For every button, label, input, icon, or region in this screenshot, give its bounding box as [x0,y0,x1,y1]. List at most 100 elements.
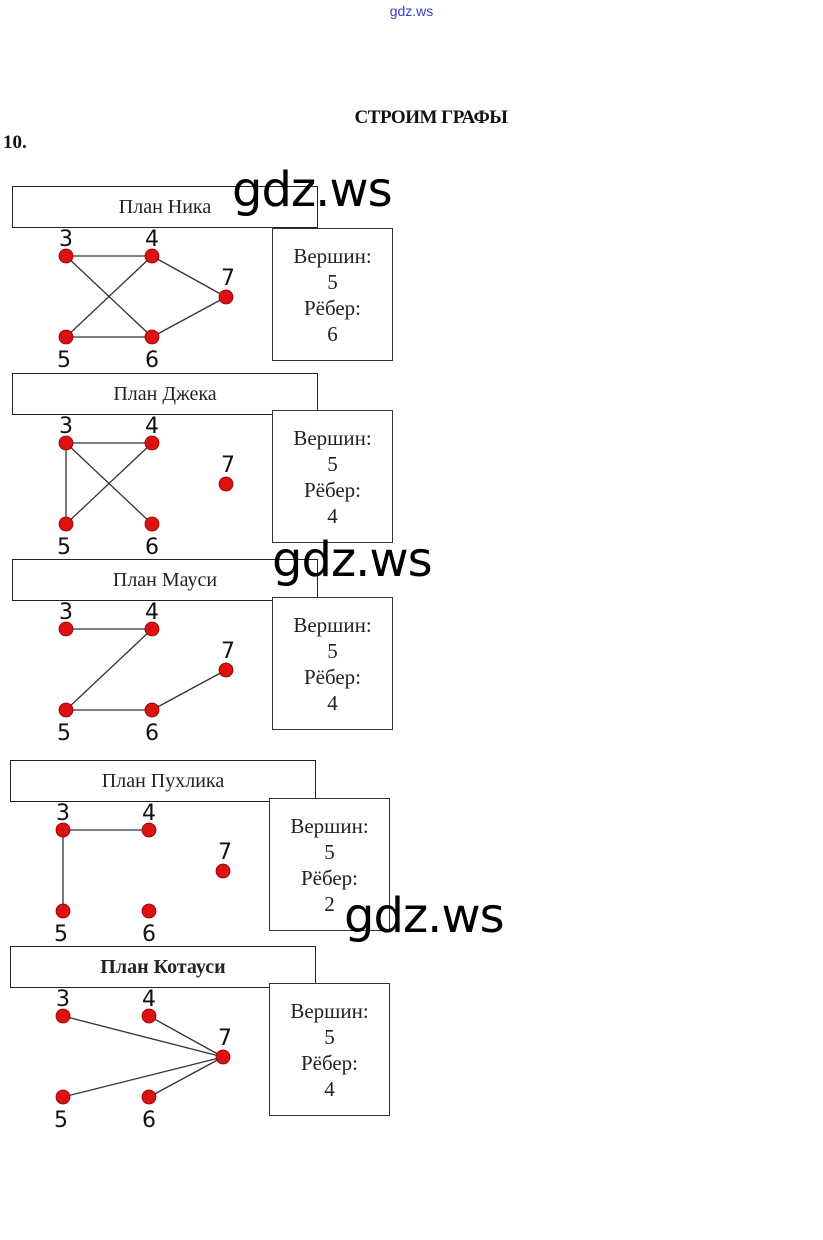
vertex-label-7: 7 [221,639,235,664]
vertex-label-3: 3 [56,801,70,826]
graph-vertex-3 [55,822,71,838]
graph-edge-4-5 [65,628,153,711]
vertex-label-6: 6 [145,535,159,560]
graph-edge-5-7 [62,1056,224,1098]
graph-vertex-7 [215,863,231,879]
vertex-label-4: 4 [145,414,159,439]
vertex-label-4: 4 [142,987,156,1012]
graph-vertex-3 [55,1008,71,1024]
graph-vertex-4 [144,248,160,264]
graph-vertex-3 [58,248,74,264]
graph-vertex-5 [55,903,71,919]
task-number: 10. [3,132,27,153]
plan-panel-nick: План Ника 3 4 5 6 7 Вершин: 5 Рёбер: 6 [0,186,420,376]
graph-vertex-5 [58,702,74,718]
graph-vertex-4 [144,621,160,637]
vertex-label-5: 5 [57,535,71,560]
graph-edge-4-5 [65,442,153,525]
graph-vertex-6 [144,329,160,345]
graph-vertex-7 [218,289,234,305]
edges-count: 6 [327,321,338,346]
vertices-label: Вершин: [293,612,372,637]
counts-box: Вершин: 5 Рёбер: 4 [272,410,393,543]
vertices-count: 5 [327,638,338,663]
graph-edge-6-7 [148,1056,224,1098]
graph-edge-4-5 [65,255,153,338]
vertex-label-6: 6 [142,922,156,947]
vertex-label-5: 5 [54,922,68,947]
vertex-label-7: 7 [221,266,235,291]
vertex-label-4: 4 [145,227,159,252]
counts-box: Вершин: 5 Рёбер: 4 [269,983,390,1116]
plan-title: План Ника [118,195,212,218]
graph-vertex-4 [141,822,157,838]
watermark-big-1: gdz.ws [232,162,393,218]
edges-count: 4 [324,1076,335,1101]
vertices-count: 5 [324,839,335,864]
graph: 3 4 5 6 7 [57,227,235,373]
edges-label: Рёбер: [300,865,359,890]
graph-vertex-6 [144,702,160,718]
vertex-label-3: 3 [59,600,73,625]
vertices-count: 5 [327,269,338,294]
graph-edge-6-7 [151,669,227,711]
vertex-label-4: 4 [142,801,156,826]
vertex-label-4: 4 [145,600,159,625]
edges-label: Рёбер: [303,664,362,689]
counts-box: Вершин: 5 Рёбер: 6 [272,228,393,361]
vertices-count: 5 [327,451,338,476]
edges-label: Рёбер: [303,295,362,320]
plan-title: План Пухлика [101,769,225,792]
graph-edge-6-7 [151,296,227,338]
graph: 3 4 5 6 7 [54,801,232,947]
vertex-label-5: 5 [57,348,71,373]
graph-vertex-3 [58,435,74,451]
vertex-label-5: 5 [57,721,71,746]
plan-title: План Мауси [112,568,218,591]
vertices-label: Вершин: [293,243,372,268]
graph-vertex-5 [55,1089,71,1105]
vertex-label-6: 6 [145,721,159,746]
graph-vertex-7 [218,476,234,492]
graph-vertex-5 [58,516,74,532]
graph-edge-4-7 [148,1015,224,1058]
plan-title-box: План Пухлика [10,760,316,802]
vertex-label-6: 6 [142,1108,156,1133]
graph: 3 4 5 6 7 [57,414,235,560]
plan-title: План Котауси [100,955,226,978]
graph-edge-3-7 [62,1015,224,1058]
watermark-big-2: gdz.ws [272,532,433,588]
vertices-count: 5 [324,1024,335,1049]
vertices-label: Вершин: [290,998,369,1023]
watermark-top: gdz.ws [389,3,434,19]
watermark-big-3: gdz.ws [344,888,505,944]
plan-title: План Джека [113,382,217,405]
plan-panel-pukhlik: План Пухлика 3 4 5 6 7 Вершин: 5 Рёбер: 2 [0,760,420,950]
plan-title-box: План Ника [12,186,318,228]
counts-box: Вершин: 5 Рёбер: 4 [272,597,393,730]
graph-vertex-6 [141,903,157,919]
vertex-label-7: 7 [221,453,235,478]
graph-vertex-6 [144,516,160,532]
page-title: СТРОИМ ГРАФЫ [354,107,508,128]
vertex-label-7: 7 [218,840,232,865]
edges-count: 4 [327,503,338,528]
vertex-label-3: 3 [56,987,70,1012]
graph-vertex-7 [215,1049,231,1065]
plan-title-box: План Котауси [10,946,316,988]
graph-edge-4-7 [151,255,227,298]
plan-panel-mausi: План Мауси 3 4 5 6 7 Вершин: 5 Рёбер: 4 [0,559,420,749]
plan-title-box: План Джека [12,373,318,415]
vertex-label-6: 6 [145,348,159,373]
vertex-label-3: 3 [59,414,73,439]
edges-count: 4 [327,690,338,715]
graph-vertex-4 [141,1008,157,1024]
graph-vertex-6 [141,1089,157,1105]
edges-count: 2 [324,891,335,916]
vertices-label: Вершин: [293,425,372,450]
vertex-label-3: 3 [59,227,73,252]
vertices-label: Вершин: [290,813,369,838]
vertex-label-5: 5 [54,1108,68,1133]
